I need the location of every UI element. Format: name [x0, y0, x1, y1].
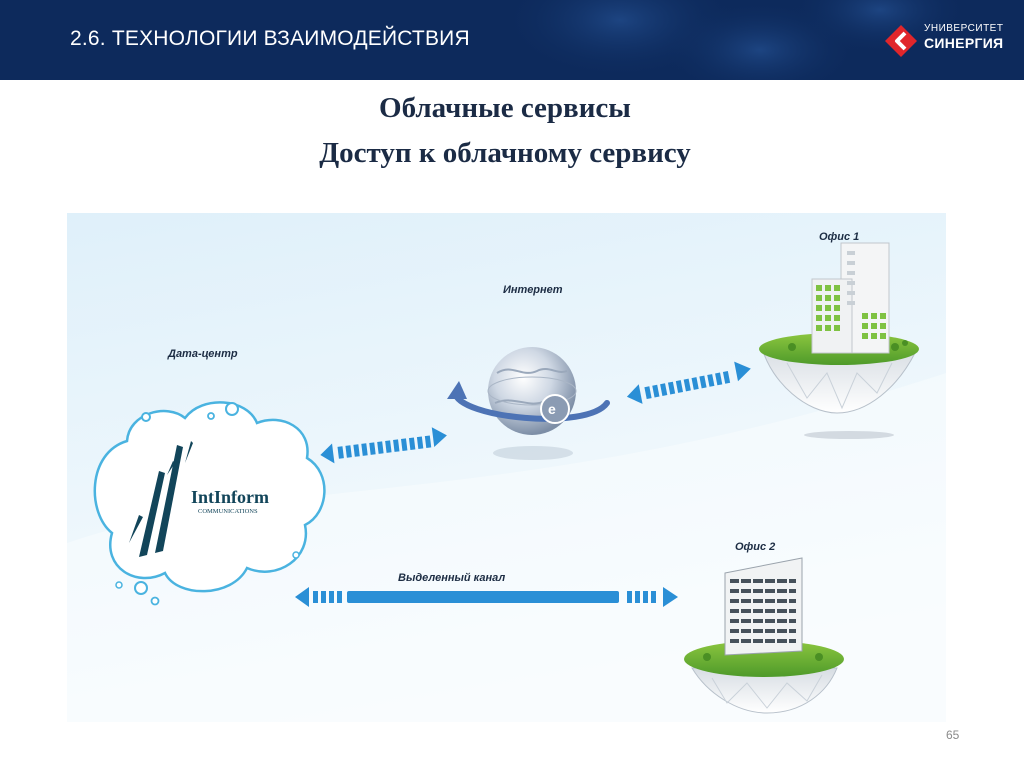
intinform-subtitle: COMMUNICATIONS	[198, 508, 258, 515]
internet-label: Интернет	[503, 284, 563, 296]
office2-label: Офис 2	[735, 541, 775, 553]
office1-building-island	[759, 242, 919, 439]
office1-label: Офис 1	[819, 231, 859, 243]
svg-text:e: e	[548, 401, 556, 417]
intinform-logo: IntInform COMMUNICATIONS	[129, 441, 269, 557]
header-background-pattern	[500, 0, 970, 80]
header-bar: 2.6. ТЕХНОЛОГИИ ВЗАИМОДЕЙСТВИЯ УНИВЕРСИТ…	[0, 0, 1024, 80]
logo-line-synergy: СИНЕРГИЯ	[924, 35, 1004, 51]
dedicated-channel-label: Выделенный канал	[398, 572, 505, 584]
slide-title: Облачные сервисы	[379, 92, 631, 124]
dedicated-channel-arrow	[295, 587, 678, 607]
internet-globe-icon: e	[447, 347, 610, 460]
cloud-access-diagram: IntInform COMMUNICATIONS Дата-центр Инте…	[67, 213, 946, 722]
office2-building-island	[684, 557, 844, 714]
datacenter-internet-arrow	[320, 427, 447, 464]
logo-line-university: УНИВЕРСИТЕТ	[924, 23, 1004, 34]
datacenter-label: Дата-центр	[167, 348, 238, 360]
page-number: 65	[946, 728, 960, 742]
synergy-logo: УНИВЕРСИТЕТ СИНЕРГИЯ	[884, 22, 1014, 62]
section-title: 2.6. ТЕХНОЛОГИИ ВЗАИМОДЕЙСТВИЯ	[70, 27, 470, 50]
synergy-logo-icon	[885, 25, 917, 57]
intinform-wordmark: IntInform	[191, 487, 269, 507]
slide-subtitle: Доступ к облачному сервису	[319, 137, 691, 169]
datacenter-cloud	[93, 401, 326, 606]
internet-office1-arrow	[626, 361, 751, 404]
